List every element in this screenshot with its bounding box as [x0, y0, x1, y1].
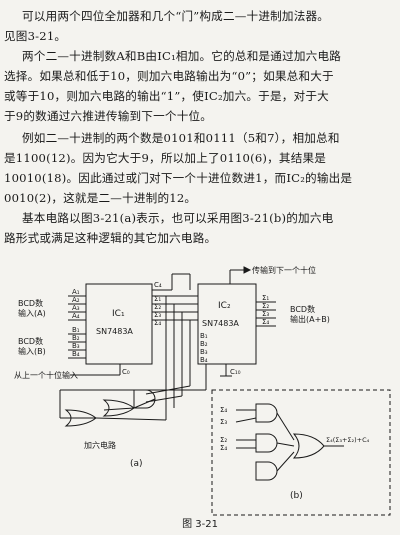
carry-in-label: 从上一个十位输入: [14, 370, 78, 380]
paragraph-2: 两个二—十进制数A和B由IC₁相加。它的总和是通过加六电路 选择。如果总和低于1…: [0, 46, 400, 126]
panel-b-label: (b): [290, 491, 303, 501]
pin-label: B₄: [200, 356, 208, 364]
bcd-b-label: 输入(B): [18, 346, 46, 356]
text-line: 是1100(12)。因为它大于9，所以加上了0110(6)，其结果是: [4, 151, 327, 165]
pin-label: A₂: [72, 296, 80, 304]
pin-label: B₁: [200, 332, 208, 340]
text-line: 路形式或满足这种逻辑的其它加六电路。: [4, 231, 217, 245]
pin-label: B₃: [72, 342, 80, 350]
pin-label: B₂: [200, 340, 208, 348]
pin-label: A₄: [72, 312, 80, 320]
c0-label: C₀: [122, 368, 130, 376]
text-line: 0010(2)，这就是二—十进制的12。: [4, 191, 197, 205]
bcd-b-label: BCD数: [18, 336, 43, 346]
pin-label: A₃: [72, 304, 80, 312]
pin-label: Σ₃: [220, 418, 227, 426]
and-gate: [255, 433, 278, 453]
c10-label: C₁₀: [230, 368, 241, 376]
output-expression: Σ₄(Σ₃+Σ₂)+C₄: [326, 436, 370, 444]
ic1-part: SN7483A: [96, 327, 133, 336]
paragraph-1: 可以用两个四位全加器和几个“门”构成二—十进制加法器。 见图3-21。: [0, 6, 400, 46]
ic1-name: IC₁: [112, 309, 125, 319]
figure-caption: 图 3-21: [182, 519, 218, 530]
pin-label: Σ₄: [220, 444, 227, 452]
ic1-box: [85, 283, 153, 365]
or-gate: [292, 433, 325, 459]
and-gate: [255, 403, 278, 423]
carry-out-label: 传输到下一个十位: [252, 265, 316, 275]
pin-label: Σ₁: [154, 295, 161, 303]
panel-b-box: [211, 389, 391, 516]
pin-label: Σ₄: [220, 406, 227, 414]
add6-label: 加六电路: [84, 440, 116, 450]
pin-label: B₃: [200, 348, 208, 356]
paragraph-3: 例如二—十进制的两个数是0101和0111（5和7），相加总和 是1100(12…: [0, 128, 400, 208]
paragraph-4: 基本电路以图3-21(a)表示，也可以采用图3-21(b)的加六电 路形式或满足…: [0, 208, 400, 248]
pin-label: Σ₂: [154, 303, 161, 311]
ic2-part: SN7483A: [202, 319, 239, 328]
text-line: 于9的数通过六推进传输到下一个十位。: [4, 109, 213, 123]
bcd-a-label: BCD数: [18, 298, 43, 308]
text-line: 见图3-21。: [4, 29, 67, 43]
bcd-out-label: BCD数: [290, 304, 315, 314]
text-line: 基本电路以图3-21(a)表示，也可以采用图3-21(b)的加六电: [22, 211, 334, 225]
text-line: 10010(18)。因此通过或门对下一个十进位数进1，而IC₂的输出是: [4, 171, 353, 185]
panel-a-label: (a): [130, 459, 143, 469]
circuit-figure: 传输到下一个十位 BCD数 输入(A) BCD数 输入(B) BCD数 输出(A…: [14, 265, 391, 516]
pin-label: A₁: [72, 288, 80, 296]
text-line: 两个二—十进制数A和B由IC₁相加。它的总和是通过加六电路: [22, 49, 342, 63]
pin-label: Σ₂: [220, 436, 227, 444]
text-line: 选择。如果总和低于10，则加六电路输出为“0”；如果总和大于: [4, 69, 334, 83]
text-line: 或等于10，则加六电路的输出“1”，使IC₂加六。于是，对于大: [4, 89, 329, 103]
pin-label: B₂: [72, 334, 80, 342]
pin-label: Σ₄: [154, 319, 161, 327]
pin-label: Σ₃: [154, 311, 161, 319]
bcd-a-label: 输入(A): [18, 308, 46, 318]
pin-label: Σ₁: [262, 294, 269, 302]
ic2-name: IC₂: [218, 301, 231, 311]
pin-label: B₁: [72, 326, 80, 334]
and-gate: [255, 461, 278, 481]
pin-label: Σ₄: [262, 318, 269, 326]
text-line: 可以用两个四位全加器和几个“门”构成二—十进制加法器。: [22, 9, 330, 23]
bcd-out-label: 输出(A+B): [290, 314, 330, 324]
text-line: 例如二—十进制的两个数是0101和0111（5和7），相加总和: [22, 131, 340, 145]
c4-label: C₄: [154, 281, 162, 289]
ic2-box: [197, 283, 257, 365]
pin-label: Σ₂: [262, 302, 269, 310]
pin-label: Σ₃: [262, 310, 269, 318]
pin-label: B₄: [72, 350, 80, 358]
or-gate: [102, 399, 135, 417]
